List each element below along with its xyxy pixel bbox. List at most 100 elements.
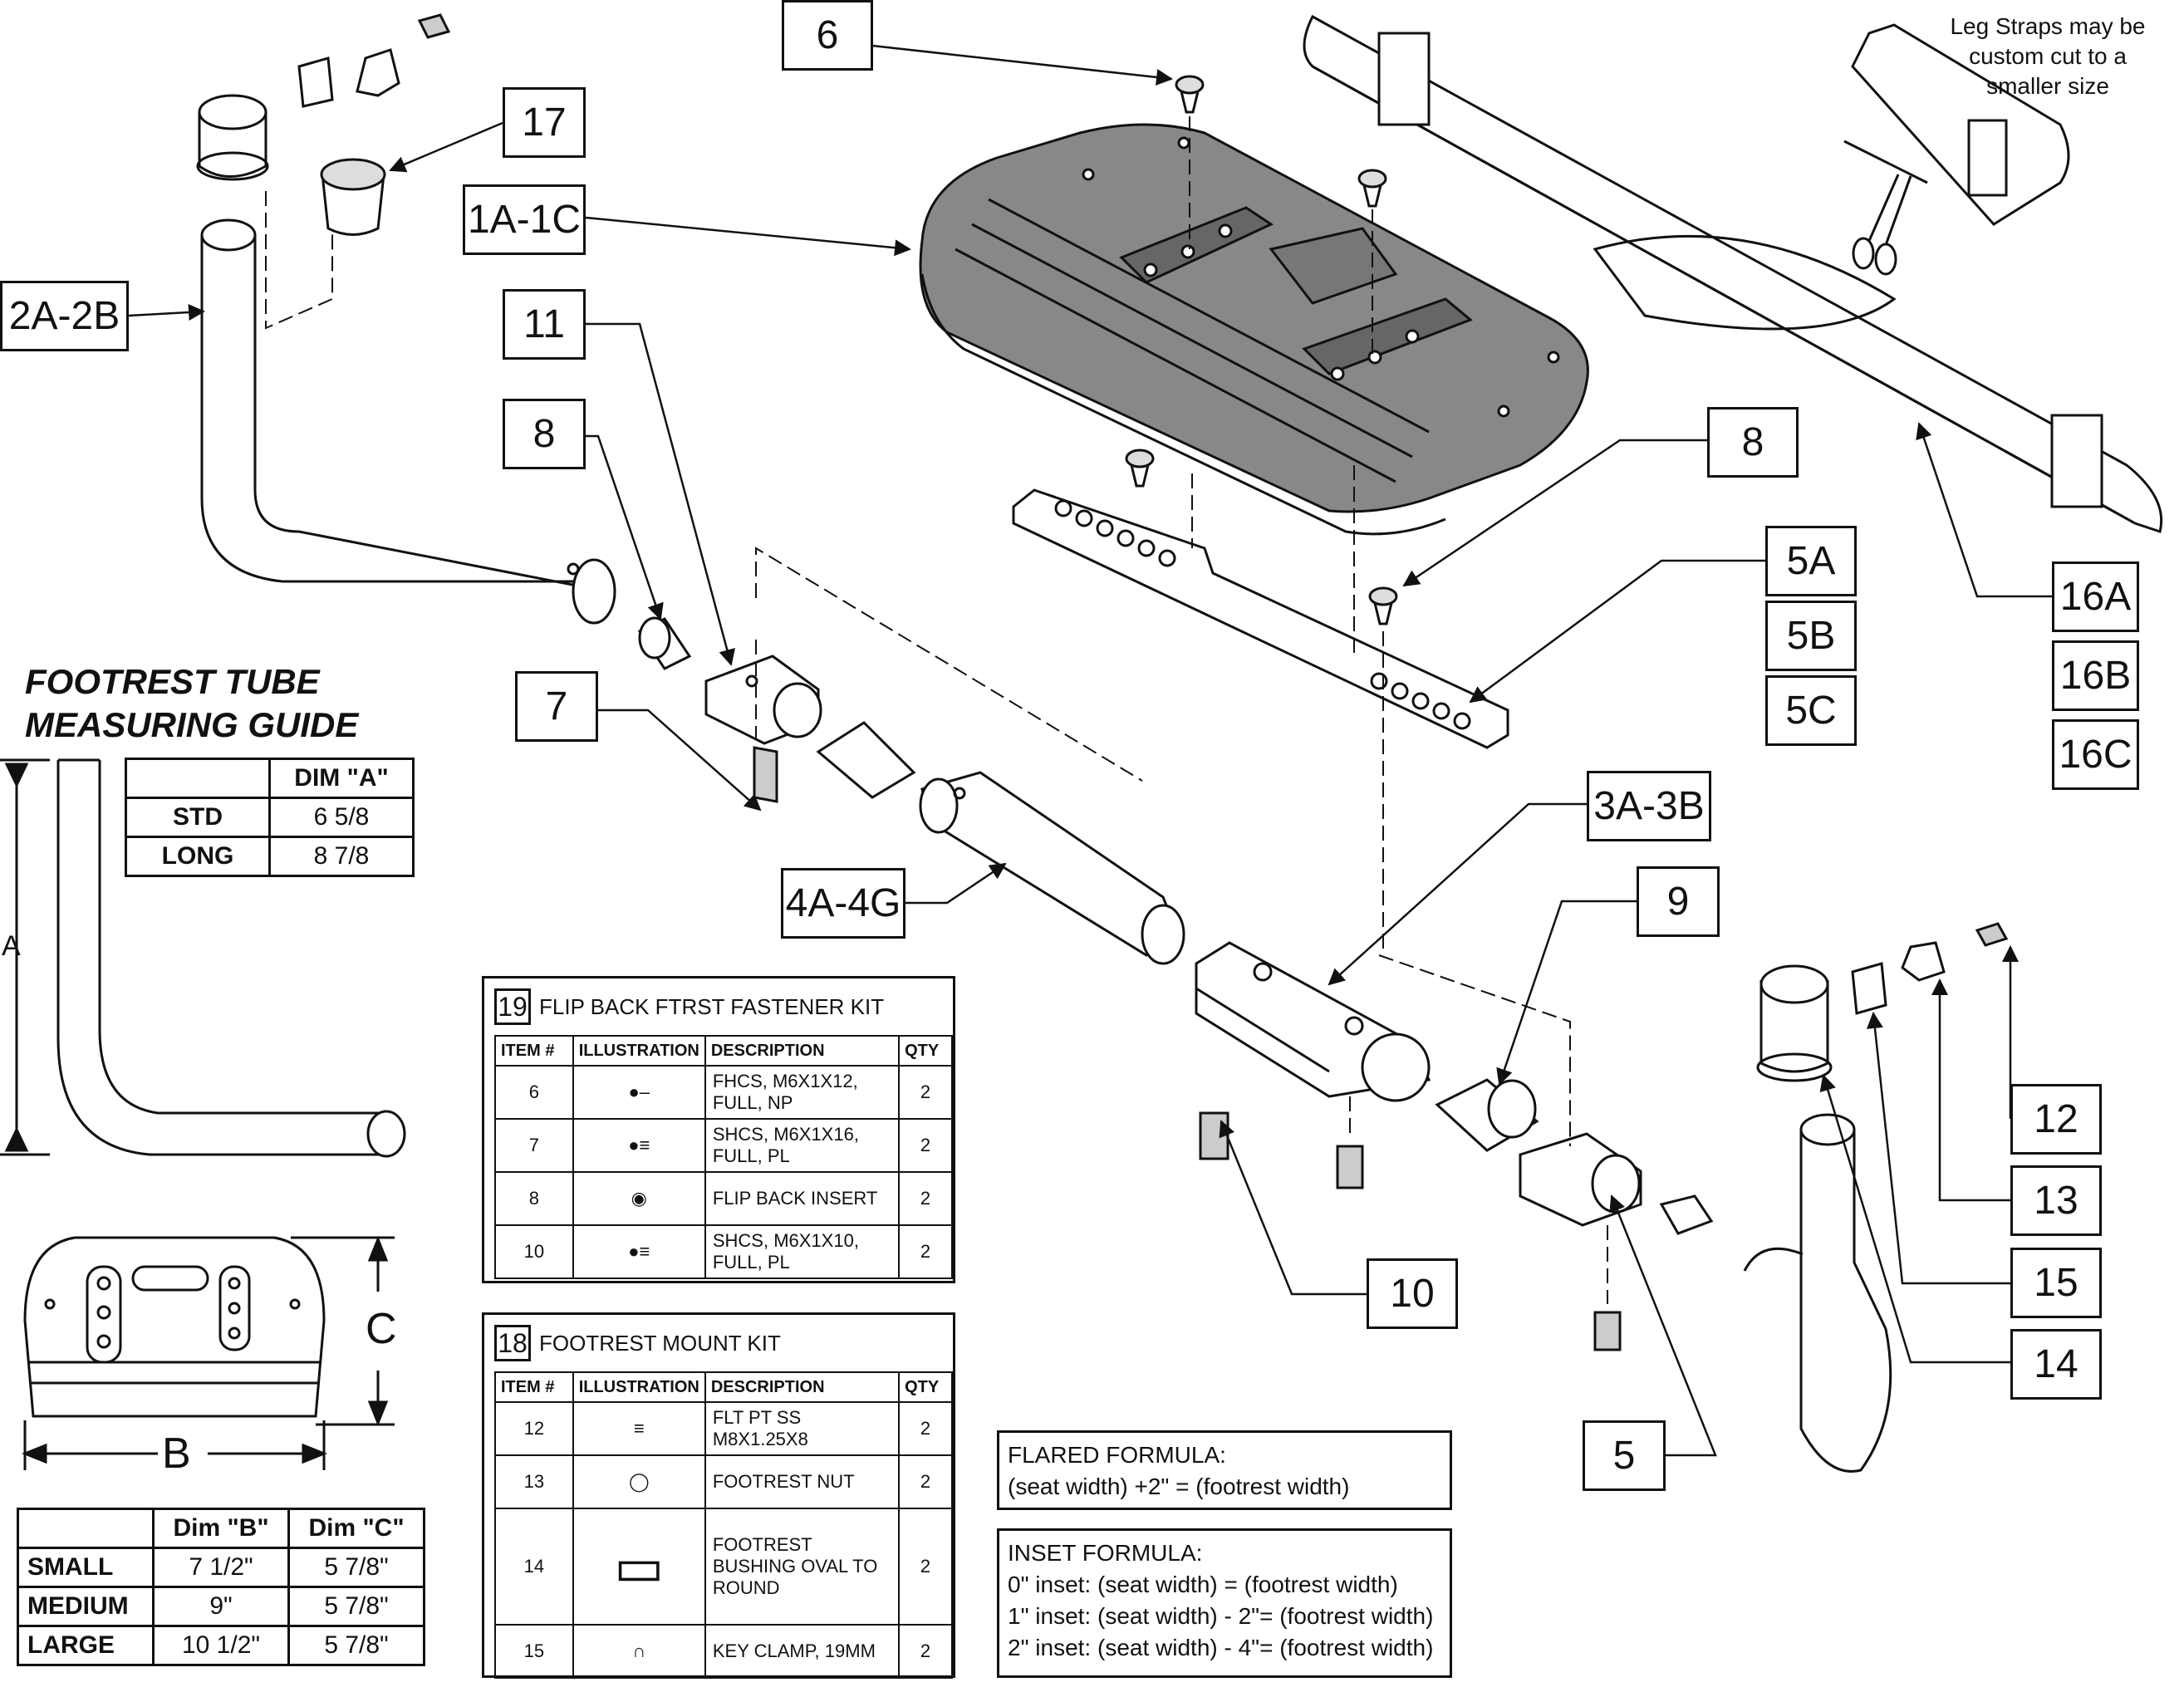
callout-14: 14	[2010, 1329, 2102, 1400]
flared-formula-box: FLARED FORMULA: (seat width) +2" = (foot…	[997, 1430, 1452, 1510]
c-medium: 5 7/8"	[287, 1586, 425, 1627]
table-row: 12 ≡ FLT PT SS M8X1.25X8 2	[494, 1401, 953, 1456]
kit18-col-item: ITEM #	[494, 1371, 574, 1403]
table-row: 8 ◉ FLIP BACK INSERT 2	[494, 1171, 953, 1226]
kit18-item: 12	[494, 1401, 574, 1456]
callout-4a-4g: 4A-4G	[781, 868, 906, 939]
plate-dimension-drawing	[21, 1235, 395, 1470]
callout-8-right: 8	[1707, 407, 1799, 478]
callout-8-left: 8	[503, 399, 586, 469]
kit18-qty: 2	[898, 1454, 953, 1509]
kit19-col-illustration: ILLUSTRATION	[572, 1035, 706, 1067]
value-std: 6 5/8	[268, 797, 415, 838]
inset-formula-title: INSET FORMULA:	[1008, 1540, 1203, 1566]
callout-1a-1c: 1A-1C	[463, 184, 586, 255]
kit18-qty: 2	[898, 1624, 953, 1679]
kit19-desc: FHCS, M6X1X12, FULL, NP	[704, 1065, 901, 1120]
kit-18-title-text: FOOTREST MOUNT KIT	[539, 1330, 781, 1356]
kit-19-title: 19 FLIP BACK FTRST FASTENER KIT	[494, 988, 884, 1025]
dim-c-label: C	[366, 1305, 397, 1353]
callout-5a: 5A	[1765, 526, 1857, 596]
callout-2a-2b: 2A-2B	[0, 281, 129, 351]
size-std: STD	[125, 797, 271, 838]
callout-5c: 5C	[1765, 675, 1857, 746]
kit18-desc: FOOTREST NUT	[704, 1454, 901, 1509]
right-footrest-tube-drawing	[1743, 922, 2009, 1473]
kit19-col-qty: QTY	[898, 1035, 953, 1067]
c-small: 5 7/8"	[287, 1547, 425, 1588]
inset-formula-box: INSET FORMULA: 0" inset: (seat width) = …	[997, 1528, 1452, 1678]
callout-17: 17	[503, 87, 586, 158]
right-clamp-assembly-drawing	[1195, 631, 1714, 1351]
callout-11: 11	[503, 289, 586, 360]
table-row: 15 ∩ KEY CLAMP, 19MM 2	[494, 1624, 953, 1679]
footrest-plate-drawing	[919, 123, 1589, 536]
kit19-desc: FLIP BACK INSERT	[704, 1171, 901, 1226]
screw-icon: ●≡	[572, 1224, 706, 1279]
b-small: 7 1/2"	[152, 1547, 290, 1588]
hanger-assembly-drawing	[637, 547, 1185, 965]
b-large: 10 1/2"	[152, 1625, 290, 1666]
kit19-item: 10	[494, 1224, 574, 1279]
key-clamp-icon: ∩	[572, 1624, 706, 1679]
size-medium: MEDIUM	[17, 1586, 155, 1627]
dim-b-label: B	[162, 1430, 191, 1478]
kit-19-number: 19	[494, 988, 531, 1025]
table-row: 13 ◯ FOOTREST NUT 2	[494, 1454, 953, 1509]
b-medium: 9"	[152, 1586, 290, 1627]
kit18-qty: 2	[898, 1401, 953, 1456]
dim-c-header: Dim "C"	[287, 1508, 425, 1549]
measuring-guide-title: FOOTREST TUBE MEASURING GUIDE	[25, 662, 359, 744]
inset-formula-line-2: 2" inset: (seat width) - 4"= (footrest w…	[1008, 1635, 1434, 1660]
kit-18-title: 18 FOOTREST MOUNT KIT	[494, 1325, 781, 1361]
kit18-desc: KEY CLAMP, 19MM	[704, 1624, 901, 1679]
kit18-item: 14	[494, 1508, 574, 1626]
callout-5: 5	[1583, 1420, 1666, 1491]
screw-icon: ●–	[572, 1065, 706, 1120]
set-screw-icon: ≡	[572, 1401, 706, 1456]
callout-7: 7	[515, 671, 598, 742]
kit-18-number: 18	[494, 1325, 531, 1361]
kit19-desc: SHCS, M6X1X10, FULL, PL	[704, 1224, 901, 1279]
kit-18-panel: 18 FOOTREST MOUNT KIT ITEM # ILLUSTRATIO…	[482, 1312, 955, 1679]
kit19-qty: 2	[898, 1171, 953, 1226]
kit18-col-description: DESCRIPTION	[704, 1371, 901, 1403]
inset-formula-line-1: 1" inset: (seat width) - 2"= (footrest w…	[1008, 1603, 1434, 1629]
kit18-item: 15	[494, 1624, 574, 1679]
kit19-qty: 2	[898, 1065, 953, 1120]
kit18-qty: 2	[898, 1508, 953, 1626]
mounting-bar-drawing	[1012, 465, 1509, 749]
callout-3a-3b: 3A-3B	[1587, 771, 1711, 841]
kit18-desc: FOOTREST BUSHING OVAL TO ROUND	[704, 1508, 901, 1626]
inset-formula-line-0: 0" inset: (seat width) = (footrest width…	[1008, 1572, 1398, 1597]
callout-12: 12	[2010, 1084, 2102, 1155]
measuring-guide-tube	[0, 758, 406, 1158]
callout-5b: 5B	[1765, 601, 1857, 671]
kit-19-table: ITEM # ILLUSTRATION DESCRIPTION QTY 6 ●–…	[494, 1035, 953, 1279]
callout-13: 13	[2010, 1165, 2102, 1236]
callout-9: 9	[1637, 866, 1720, 937]
kit18-desc: FLT PT SS M8X1.25X8	[704, 1401, 901, 1456]
dim-b-header: Dim "B"	[152, 1508, 290, 1549]
kit19-item: 7	[494, 1118, 574, 1173]
c-large: 5 7/8"	[287, 1625, 425, 1666]
callout-6: 6	[782, 0, 873, 71]
kit18-col-qty: QTY	[898, 1371, 953, 1403]
kit-19-title-text: FLIP BACK FTRST FASTENER KIT	[539, 993, 885, 1019]
callout-15: 15	[2010, 1248, 2102, 1318]
kit18-col-illustration: ILLUSTRATION	[572, 1371, 706, 1403]
leg-strap-drawing	[1303, 14, 2163, 533]
nut-icon: ◯	[572, 1454, 706, 1509]
leg-strap-note: Leg Straps may be custom cut to a smalle…	[1950, 13, 2146, 99]
size-long: LONG	[125, 836, 271, 877]
kit18-item: 13	[494, 1454, 574, 1509]
kit19-col-item: ITEM #	[494, 1035, 574, 1067]
callout-16a: 16A	[2052, 562, 2139, 632]
kit19-qty: 2	[898, 1118, 953, 1173]
table-row: 10 ●≡ SHCS, M6X1X10, FULL, PL 2	[494, 1224, 953, 1279]
dim-a-label: A	[2, 930, 21, 962]
callout-16c: 16C	[2052, 719, 2139, 790]
